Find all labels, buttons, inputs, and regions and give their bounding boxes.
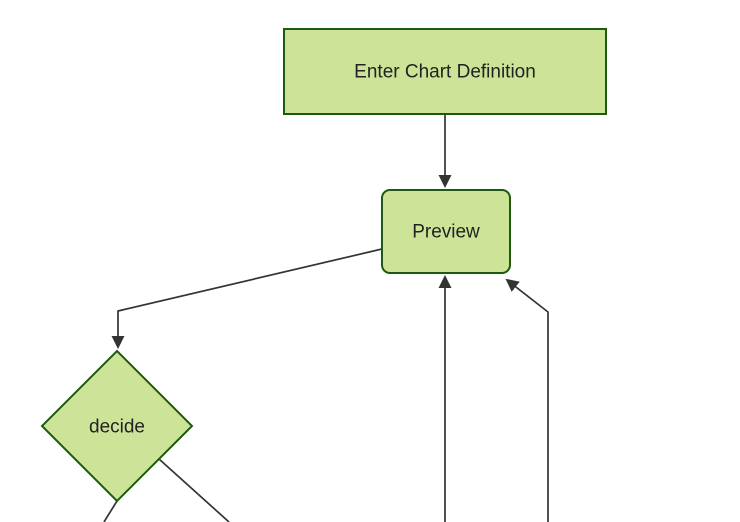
enter-chart-definition-label: Enter Chart Definition [354,62,536,83]
enter-chart-definition-box [283,28,607,115]
node-preview: Preview [381,189,511,274]
preview-box [381,189,511,274]
edge-preview-to-decide [111,248,383,349]
edge-decide-to-offscreen-right [158,458,230,522]
edge-layer [103,114,549,522]
node-enter-chart-definition: Enter Chart Definition [283,28,607,115]
decide-label: decide [89,417,145,438]
preview-label: Preview [412,222,480,243]
edge-offscreen-to-preview-corner [505,278,549,522]
node-decide: decide [40,349,194,503]
edge-decide-to-offscreen-left [103,500,118,522]
decide-diamond [40,349,194,503]
